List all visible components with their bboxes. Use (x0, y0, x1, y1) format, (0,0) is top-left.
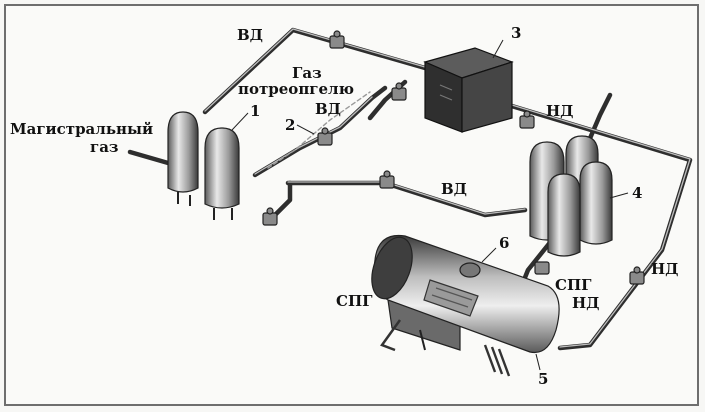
lng-tank-5 (364, 232, 559, 376)
label-num-1: 1 (250, 104, 260, 119)
pipe-vd-mid (288, 183, 525, 215)
valve-right (630, 267, 644, 284)
label-num-6: 6 (499, 236, 509, 251)
label-vd-top: ВД (237, 28, 263, 43)
label-num-5: 5 (538, 372, 548, 387)
compressor-3 (425, 48, 512, 132)
label-nd-right: НД (572, 296, 600, 311)
label-spg-right: СПГ (555, 278, 591, 293)
label-spg-left: СПГ (336, 294, 372, 309)
label-nd-far: НД (651, 262, 679, 277)
label-num-3: 3 (511, 26, 521, 41)
valve-vd-mid (380, 171, 394, 188)
valve-top (330, 31, 344, 48)
label-vd-low: ВД (441, 182, 467, 197)
label-num-2: 2 (285, 118, 295, 133)
cylinders-1 (168, 112, 239, 220)
label-main-gas-line1: Магистральный (10, 122, 153, 137)
valve-cyl1-lower (263, 208, 277, 225)
label-gas-line1: Газ (292, 66, 322, 81)
label-num-4: 4 (632, 186, 642, 201)
label-main-gas-line2: газ (90, 140, 118, 155)
label-nd-top: НД (546, 104, 574, 119)
label-vd-mid: ВД (315, 102, 341, 117)
cylinders-4 (530, 136, 612, 256)
label-gas-line2: потреопгелю (238, 82, 354, 97)
valve-tank (535, 262, 549, 274)
